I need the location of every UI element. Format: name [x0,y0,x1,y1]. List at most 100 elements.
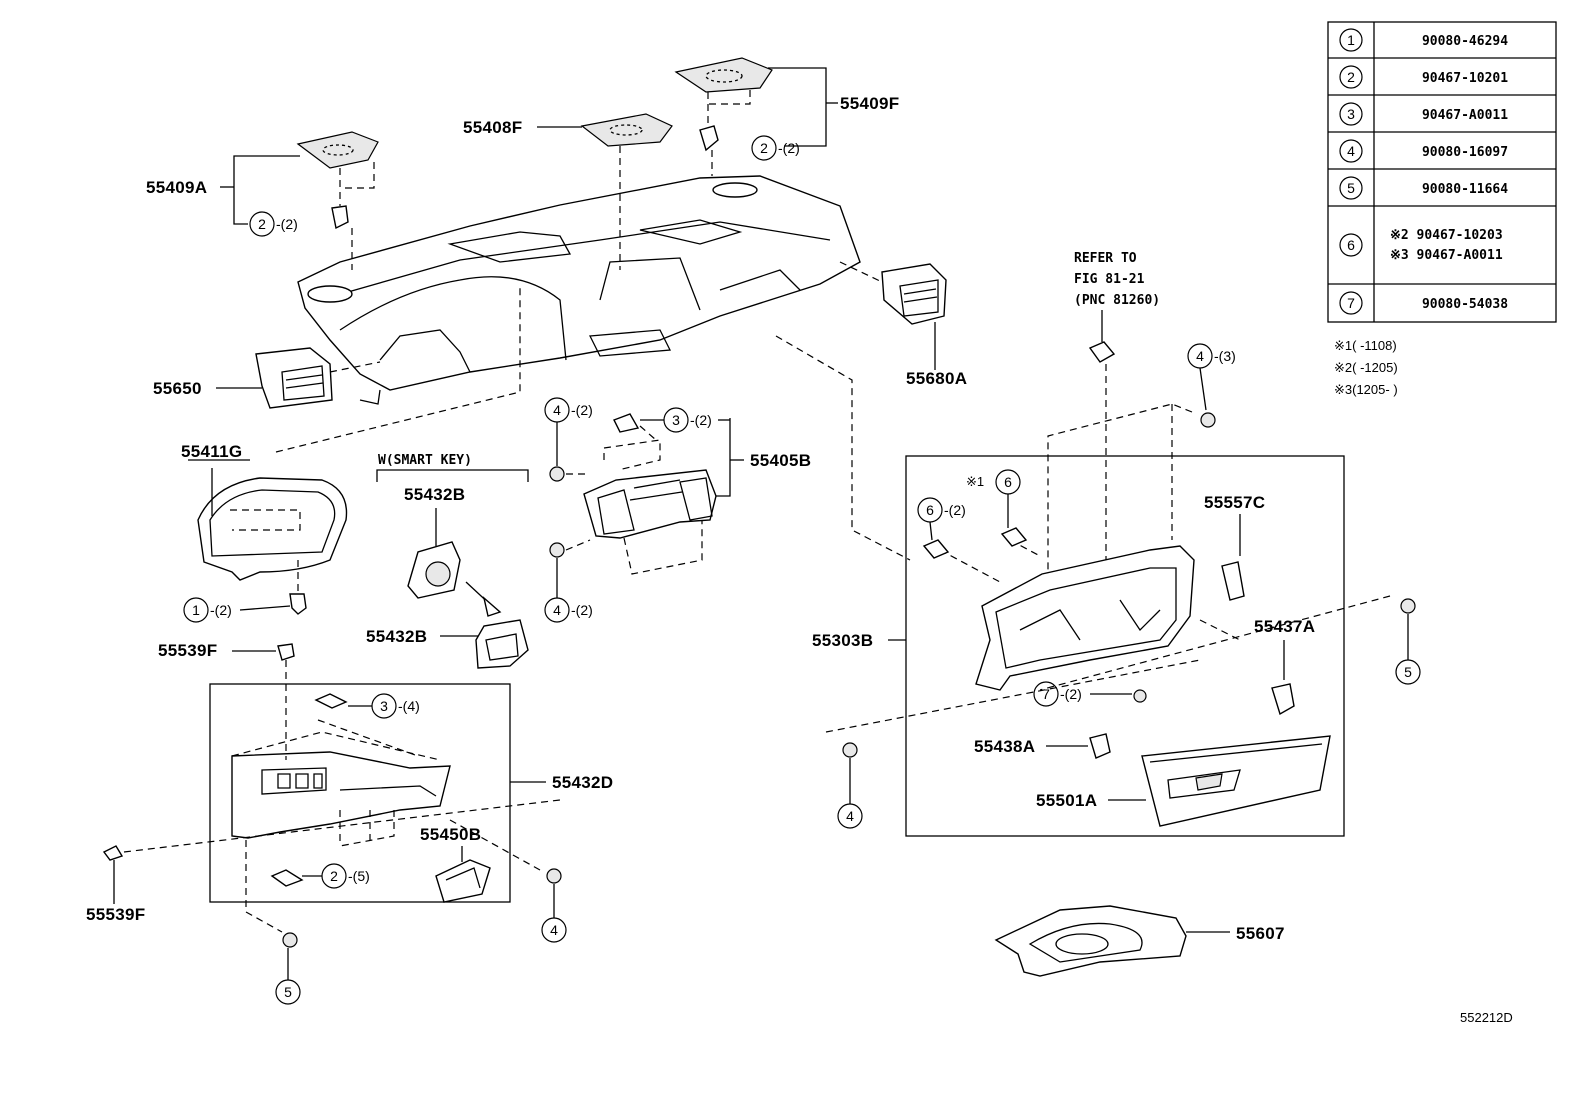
footnotes: ※1( -1108) ※2( -1205) ※3(1205- ) [1334,338,1398,397]
part-label-55408F: 55408F [463,118,522,137]
part-55432D-group: 55432D [209,683,613,903]
refer-line: FIG 81-21 [1074,272,1145,287]
callout-c5: 4 -(2) [544,539,593,623]
table-row: 4 90080-16097 [1339,139,1508,163]
table-row: 5 90080-11664 [1339,176,1508,200]
part-55607: 55607 [994,905,1285,977]
footnote: ※1( -1108) [1334,338,1397,353]
part-label-55450B: 55450B [420,825,481,844]
table-part-number: 90080-11664 [1422,182,1508,197]
part-label-55405B: 55405B [750,451,811,470]
footnote: ※3(1205- ) [1334,382,1398,397]
table-ref: 2 [1347,69,1355,85]
callout-qty: -(2) [571,602,593,618]
table-part-number: 90467-10201 [1422,71,1508,86]
instrument-panel-frame [297,175,861,405]
table-part-number: ※3 90467-A0011 [1390,248,1503,263]
table-ref: 4 [1347,143,1355,159]
part-55450B: 55450B [420,819,541,903]
part-label-55411G: 55411G [181,442,242,461]
table-ref: 3 [1347,106,1355,122]
callout-qty: -(2) [944,502,966,518]
table-ref: 7 [1347,295,1355,311]
table-row: 6 ※2 90467-10203 ※3 90467-A0011 [1339,228,1503,263]
part-label-55557C: 55557C [1204,493,1265,512]
part-55408F: 55408F [463,113,673,270]
part-label-55437A: 55437A [1254,617,1315,636]
part-label-55409F: 55409F [840,94,899,113]
callout-qty: -(2) [1060,686,1082,702]
part-55411G: 55411G [181,286,521,615]
callout-ref: 1 [192,602,200,618]
part-label-55438A: 55438A [974,737,1035,756]
callout-qty: -(2) [690,412,712,428]
part-label-55607: 55607 [1236,924,1285,943]
callout-ref: 4 [550,922,558,938]
part-55539F-b: 55539F [86,799,561,924]
refer-line: REFER TO [1074,251,1137,266]
part-label-55432D: 55432D [552,773,613,792]
callout-c11: 4 -(3) [1047,343,1236,640]
part-55405B: 55405B [583,413,811,575]
table-part-number: 90080-54038 [1422,297,1508,312]
callout-ref: 3 [380,698,388,714]
callout-ref: 5 [1404,664,1412,680]
callout-ref: 6 [1004,474,1012,490]
callout-c8: 2 -(5) [302,863,370,889]
callout-ref: 5 [284,984,292,1000]
callout-c3: 4 -(2) [544,397,593,482]
callout-c10: 5 [245,840,301,1005]
callout-ref: 4 [1196,348,1204,364]
callout-c16: 5 [1039,595,1421,691]
callout-c15: 4 [825,659,1201,829]
part-55650: 55650 [153,347,381,409]
callout-c12: 6 -(2) [917,497,966,559]
table-ref: 1 [1347,32,1355,48]
diagram-id: 552212D [1460,1010,1513,1025]
table-ref: 6 [1347,237,1355,253]
table-part-number: 90080-16097 [1422,145,1508,160]
part-55409A: 55409A [146,131,379,270]
part-label-55539F-b: 55539F [86,905,145,924]
callout-ref: 4 [846,808,854,824]
callout-qty: -(2) [210,602,232,618]
callout-qty: -(2) [571,402,593,418]
callout-ref: 4 [553,402,561,418]
callout-c9: 4 [541,868,567,943]
callout-ref: 4 [553,602,561,618]
refer-note: REFER TO FIG 81-21 (PNC 81260) [1074,251,1160,308]
callout-c1: 2 -(2) [751,135,800,161]
part-label-55650: 55650 [153,379,202,398]
part-label-55501A: 55501A [1036,791,1097,810]
callout-c6: 1 -(2) [183,597,291,623]
part-label-55432B-a: 55432B [404,485,465,504]
table-row: 1 90080-46294 [1339,28,1508,52]
callout-ref: 2 [330,868,338,884]
part-label-55432B-b: 55432B [366,627,427,646]
footnote: ※2( -1205) [1334,360,1398,375]
callout-c2: 2 -(2) [249,211,298,237]
part-55303B-group: 55303B 55557C 55437A 55438A 55501A [812,455,1345,837]
part-55539F-a: 55539F [158,641,295,760]
callout-ref: 6 [926,502,934,518]
callout-prefix: ※1 [966,474,984,489]
table-row: 2 90467-10201 [1339,65,1508,89]
callout-qty: -(2) [276,216,298,232]
table-row: 3 90467-A0011 [1339,102,1508,126]
table-part-number: 90080-46294 [1422,34,1508,49]
callout-ref: 3 [672,412,680,428]
callout-qty: -(3) [1214,348,1236,364]
part-label-55539F-a: 55539F [158,641,217,660]
part-55409F: 55409F [674,57,899,152]
refer-line: (PNC 81260) [1074,293,1160,308]
table-part-number: ※2 90467-10203 [1390,228,1503,243]
smart-key-label: W(SMART KEY) [378,453,472,468]
part-55680A: 55680A [839,261,967,388]
table-part-number: 90467-A0011 [1422,108,1508,123]
callout-ref: 2 [258,216,266,232]
table-ref: 5 [1347,180,1355,196]
part-label-55409A: 55409A [146,178,207,197]
part-label-55303B: 55303B [812,631,873,650]
callout-ref: 2 [760,140,768,156]
